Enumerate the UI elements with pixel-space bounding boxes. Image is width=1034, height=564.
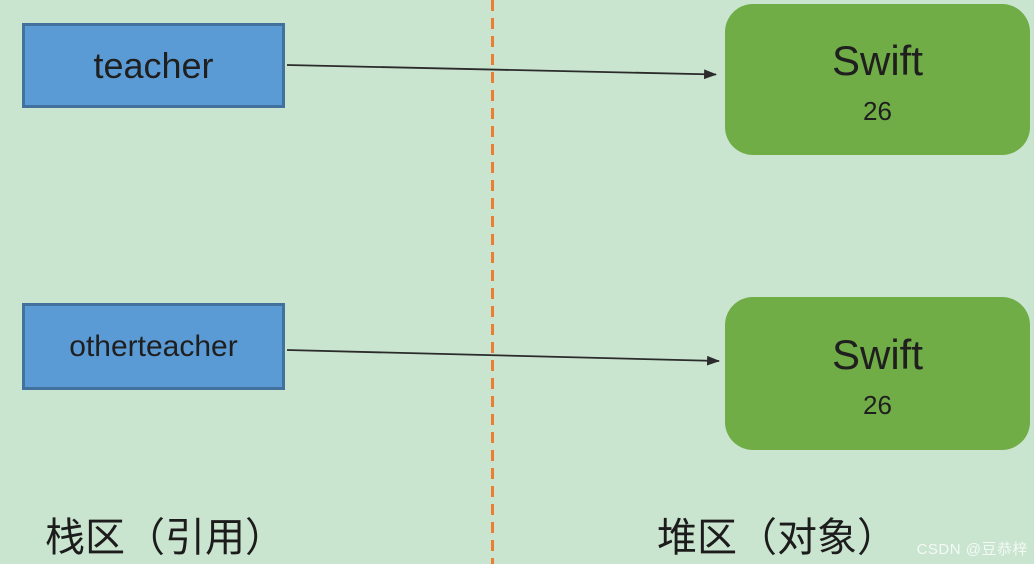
heap-object-1: Swift 26 — [725, 4, 1030, 155]
heap-object-2-class: Swift — [831, 330, 923, 378]
stack-section-label: 栈区（引用） — [45, 516, 285, 560]
arrow-otherteacher-to-object — [286, 349, 721, 366]
reference-label-teacher: teacher — [93, 44, 214, 86]
csdn-watermark: CSDN @豆恭梓 — [916, 541, 1028, 558]
heap-object-2-age: 26 — [863, 389, 892, 420]
reference-box-otherteacher: otherteacher — [22, 303, 285, 390]
heap-section-label: 堆区（对象） — [657, 516, 897, 560]
heap-object-1-class: Swift — [831, 36, 923, 84]
arrow-teacher-to-object — [286, 64, 718, 80]
heap-object-1-age: 26 — [863, 95, 892, 126]
stack-heap-divider — [491, 0, 494, 564]
reference-box-teacher: teacher — [22, 23, 285, 108]
heap-object-2: Swift 26 — [725, 297, 1030, 450]
reference-label-otherteacher: otherteacher — [69, 329, 238, 363]
